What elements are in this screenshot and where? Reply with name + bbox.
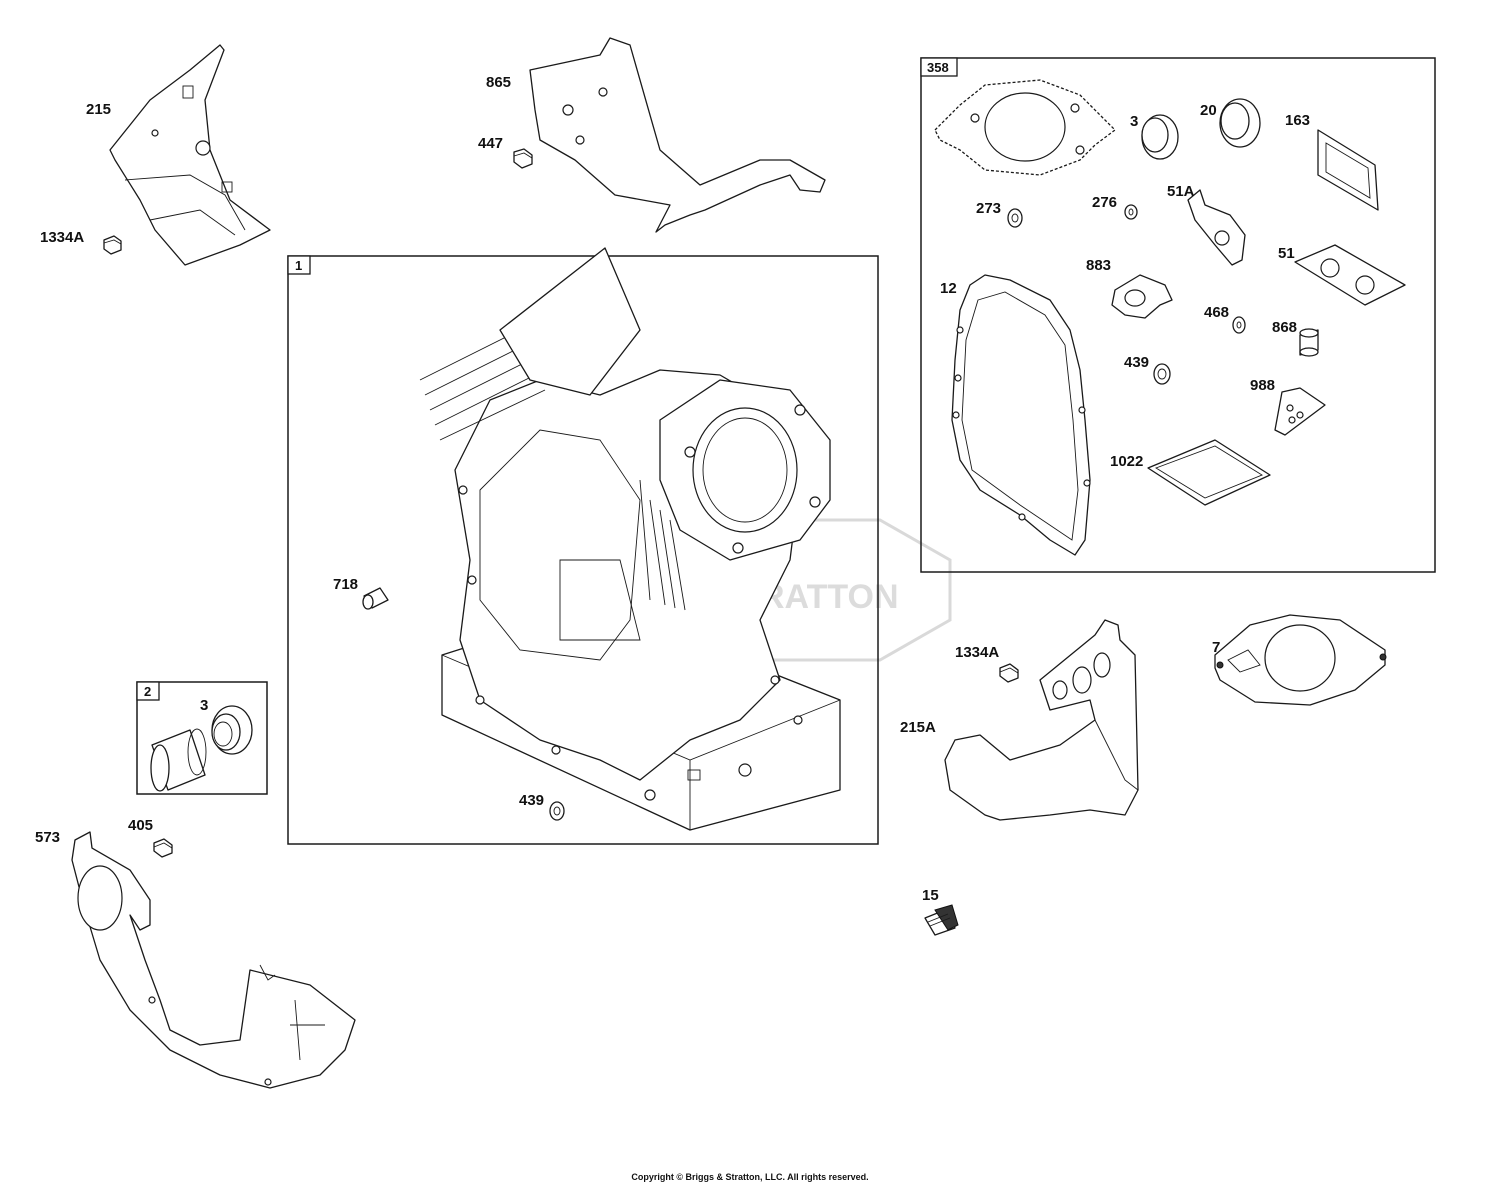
label-883: 883 [1086,257,1111,274]
part-2-bushing[interactable] [150,728,207,792]
part-405-bolt[interactable] [153,838,173,858]
label-163: 163 [1285,112,1310,129]
part-988-gasket[interactable] [1274,387,1326,436]
label-215A: 215A [900,719,936,736]
part-163-gasket[interactable] [1317,129,1379,211]
label-box-1: 1 [295,258,302,273]
label-7: 7 [1212,639,1220,656]
label-718: 718 [333,576,358,593]
part-273-washer[interactable] [1007,208,1023,228]
box-358 [920,57,1436,573]
part-1022-gasket[interactable] [1147,439,1271,506]
part-439-washer-kit[interactable] [1153,363,1171,385]
part-215-shield[interactable] [109,44,271,266]
part-3-seal-box2[interactable] [211,705,253,755]
box-2 [136,681,268,795]
part-276-washer[interactable] [1124,204,1138,220]
label-box-2: 2 [144,684,151,699]
part-215A-shield[interactable] [944,619,1139,821]
part-12-crankcase-gasket[interactable] [951,274,1091,556]
watermark-text: RATTON [760,578,899,616]
part-1334A-bolt-top[interactable] [103,235,122,255]
label-3-kit: 3 [1130,113,1138,130]
label-3-box2: 3 [200,697,208,714]
label-573: 573 [35,829,60,846]
part-883-gasket[interactable] [1111,274,1173,319]
box-1-tag [287,255,311,275]
part-573-shield[interactable] [71,831,356,1089]
label-20: 20 [1200,102,1217,119]
label-439-kit: 439 [1124,354,1149,371]
part-20-seal[interactable] [1219,98,1261,148]
part-868-valve-seal[interactable] [1299,328,1319,357]
label-51: 51 [1278,245,1295,262]
part-head-gasket-kit[interactable] [934,79,1116,176]
part-7-head-gasket[interactable] [1214,614,1387,706]
part-3-seal-kit[interactable] [1141,114,1179,160]
label-439-box1: 439 [519,792,544,809]
label-865: 865 [486,74,511,91]
label-447: 447 [478,135,503,152]
box-1 [287,255,879,845]
label-12: 12 [940,280,957,297]
part-439-washer-box1[interactable] [549,801,565,821]
label-15: 15 [922,887,939,904]
label-405: 405 [128,817,153,834]
part-51-gasket[interactable] [1294,244,1406,306]
label-988: 988 [1250,377,1275,394]
part-1-cylinder-block[interactable] [419,247,841,831]
part-447-bolt[interactable] [513,148,533,169]
label-468: 468 [1204,304,1229,321]
label-box-358: 358 [927,60,949,75]
label-1334A-right: 1334A [955,644,999,661]
label-273: 273 [976,200,1001,217]
label-1334A-top: 1334A [40,229,84,246]
label-1022: 1022 [1110,453,1143,470]
part-51A-gasket[interactable] [1187,189,1246,266]
label-215: 215 [86,101,111,118]
label-868: 868 [1272,319,1297,336]
box-2-tag [136,681,160,701]
copyright-notice: Copyright © Briggs & Stratton, LLC. All … [631,1172,869,1182]
label-276: 276 [1092,194,1117,211]
part-718-dowel[interactable] [362,587,389,610]
part-865-bracket[interactable] [529,37,826,233]
part-1334A-bolt-right[interactable] [999,663,1019,683]
label-51A: 51A [1167,183,1195,200]
box-358-tag [920,57,958,77]
part-15-plug[interactable] [924,904,959,936]
part-468-washer[interactable] [1232,316,1246,334]
